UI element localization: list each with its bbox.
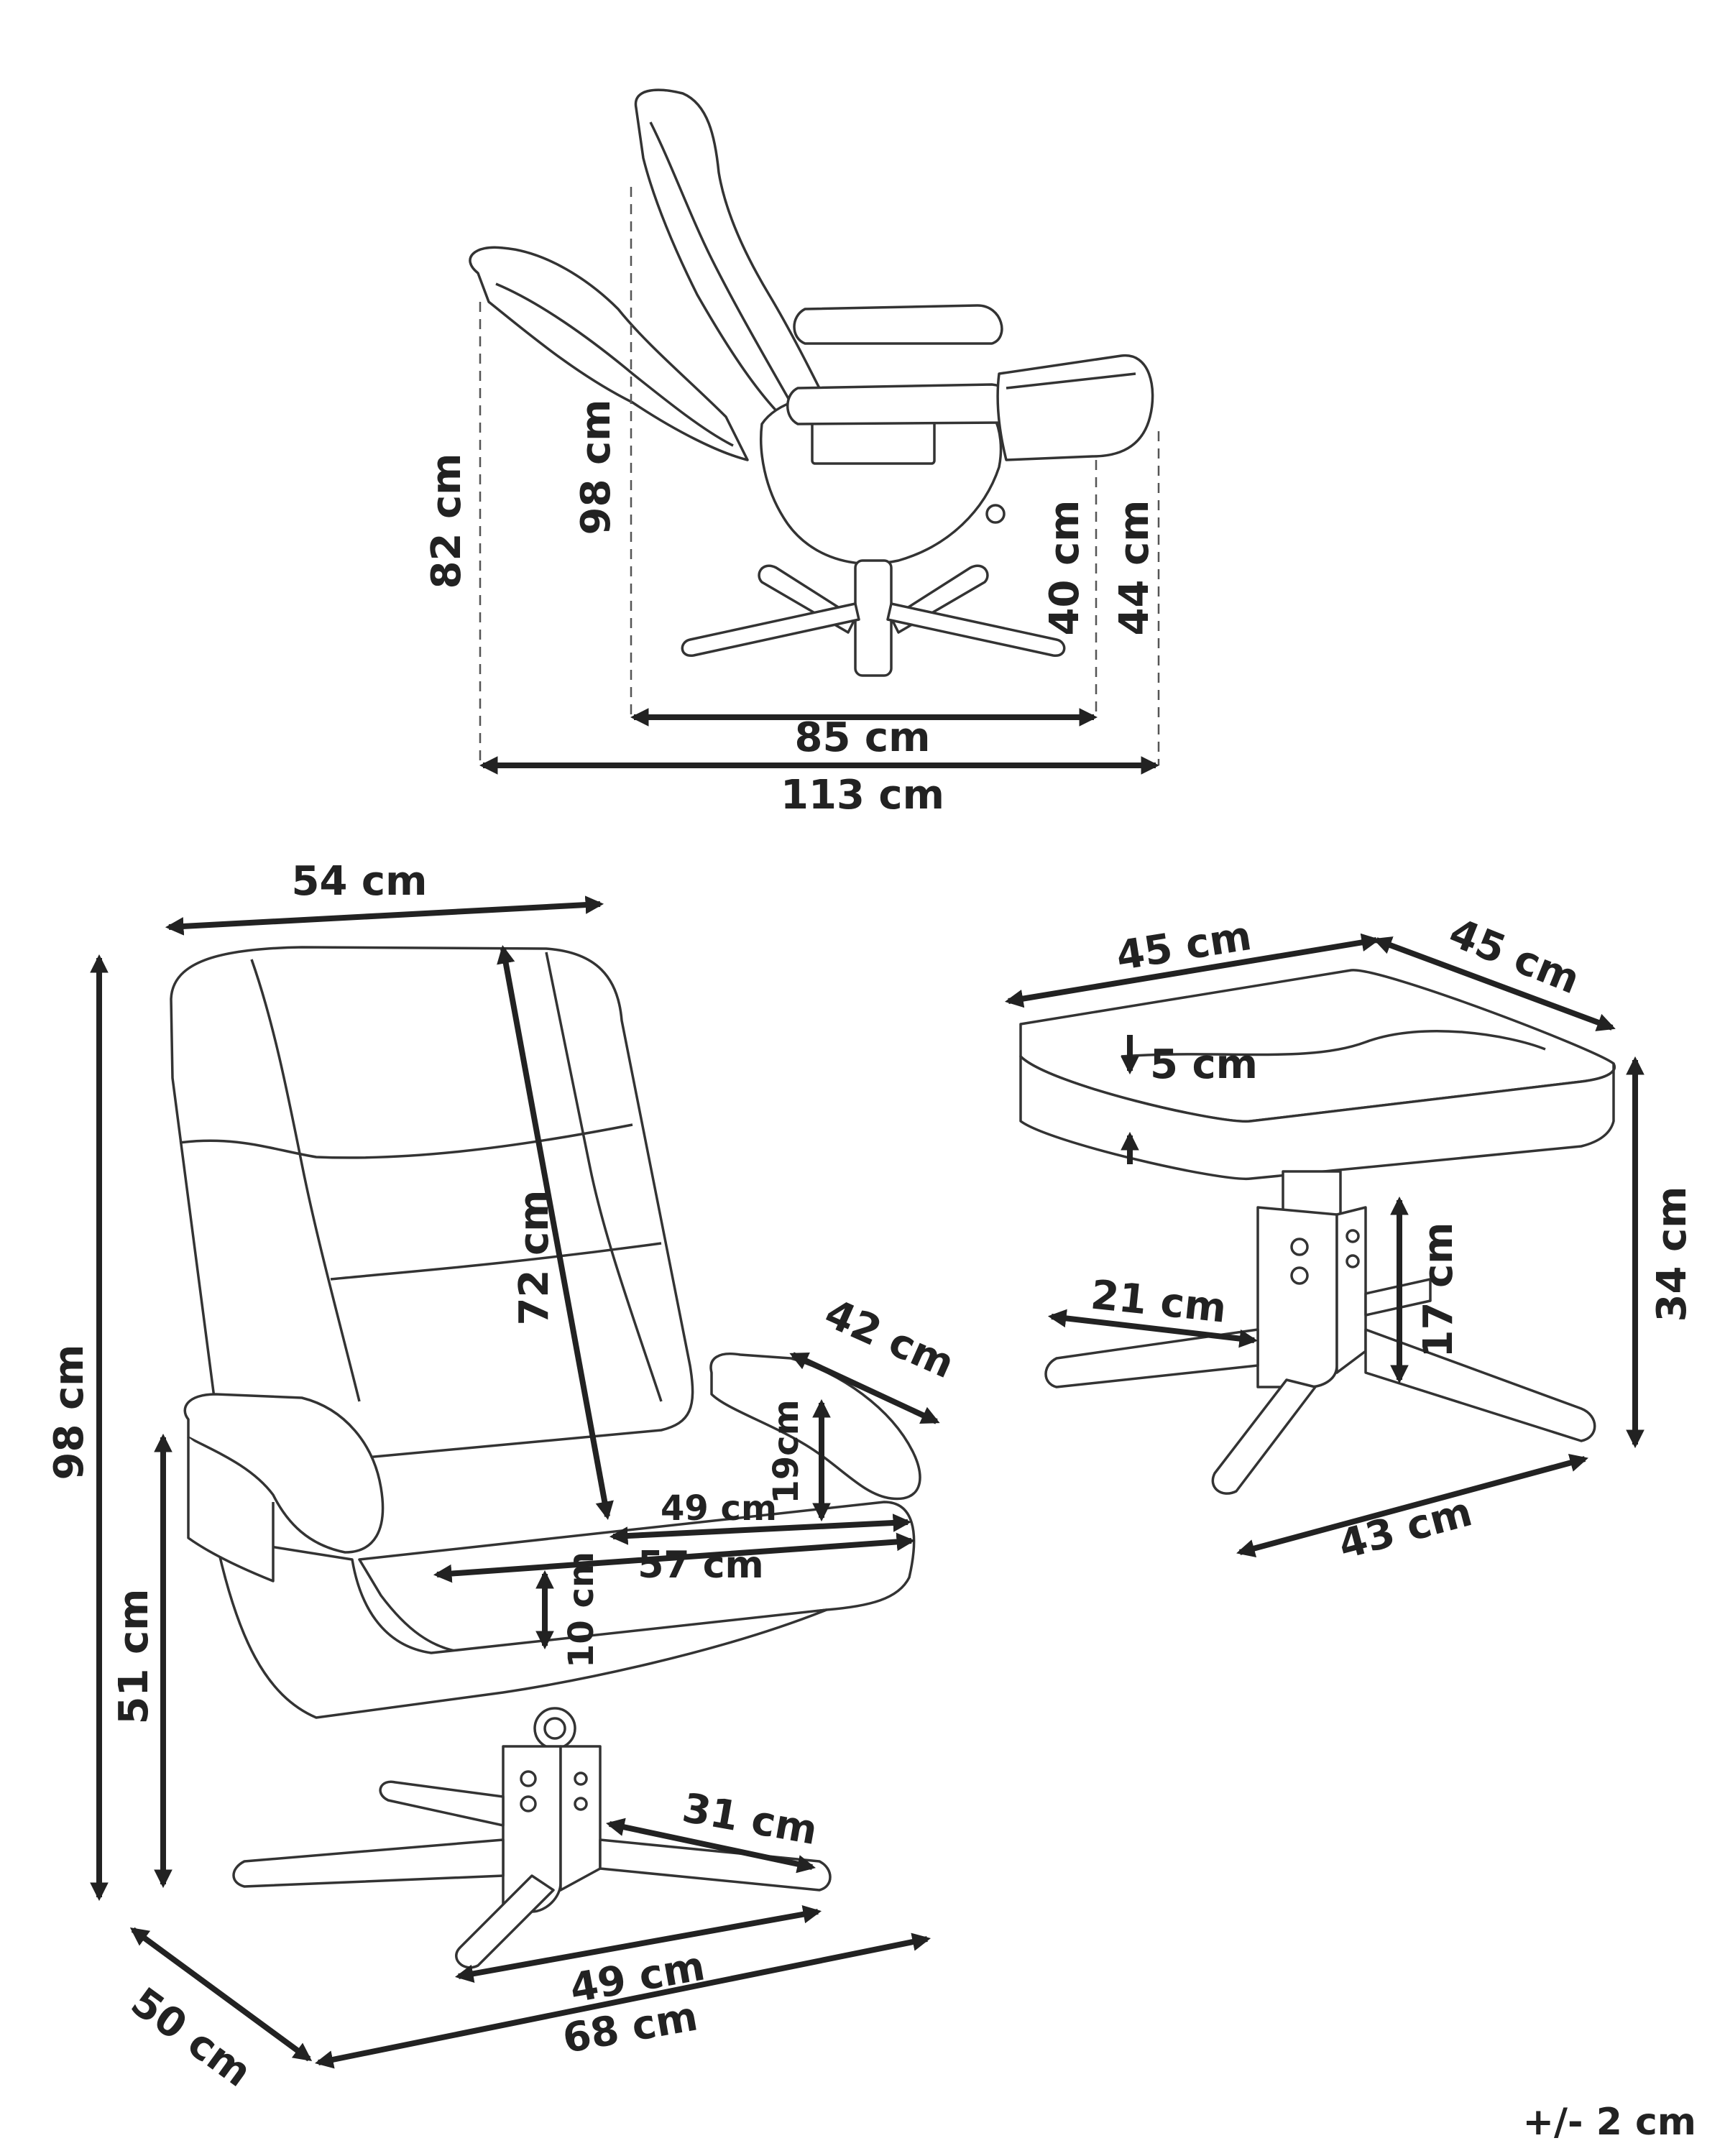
label-44cm: 44 cm bbox=[1111, 500, 1158, 636]
label-45cm-width: 45 cm bbox=[1113, 913, 1255, 980]
label-10cm: 10 cm bbox=[561, 1552, 602, 1668]
label-54cm: 54 cm bbox=[292, 858, 428, 905]
chair-dimension-arrows bbox=[90, 895, 940, 2069]
label-57cm: 57 cm bbox=[638, 1544, 763, 1587]
tolerance-note: +/- 2 cm bbox=[1522, 2101, 1696, 2144]
ottoman-drawing bbox=[1019, 969, 1616, 1495]
label-85cm: 85 cm bbox=[795, 714, 931, 761]
label-17cm: 17 cm bbox=[1415, 1222, 1462, 1358]
label-40cm: 40 cm bbox=[1041, 500, 1088, 636]
side-view-drawing bbox=[469, 88, 1154, 677]
label-98cm-front: 98 cm bbox=[46, 1345, 93, 1480]
label-43cm: 43 cm bbox=[1334, 1488, 1477, 1569]
label-113cm: 113 cm bbox=[781, 772, 944, 819]
label-51cm: 51 cm bbox=[111, 1589, 157, 1725]
label-34cm: 34 cm bbox=[1649, 1187, 1696, 1322]
label-49cm-seat: 49 cm bbox=[661, 1488, 777, 1529]
label-50cm: 50 cm bbox=[122, 1978, 259, 2096]
label-98cm-side: 98 cm bbox=[573, 400, 620, 535]
side-view-guides bbox=[479, 187, 1160, 775]
label-19cm: 19cm bbox=[766, 1399, 806, 1503]
label-72cm: 72 cm bbox=[511, 1190, 558, 1326]
label-5cm: 5 cm bbox=[1150, 1041, 1258, 1088]
ottoman-dimension-arrows bbox=[1004, 933, 1644, 1558]
label-82cm: 82 cm bbox=[423, 453, 470, 589]
